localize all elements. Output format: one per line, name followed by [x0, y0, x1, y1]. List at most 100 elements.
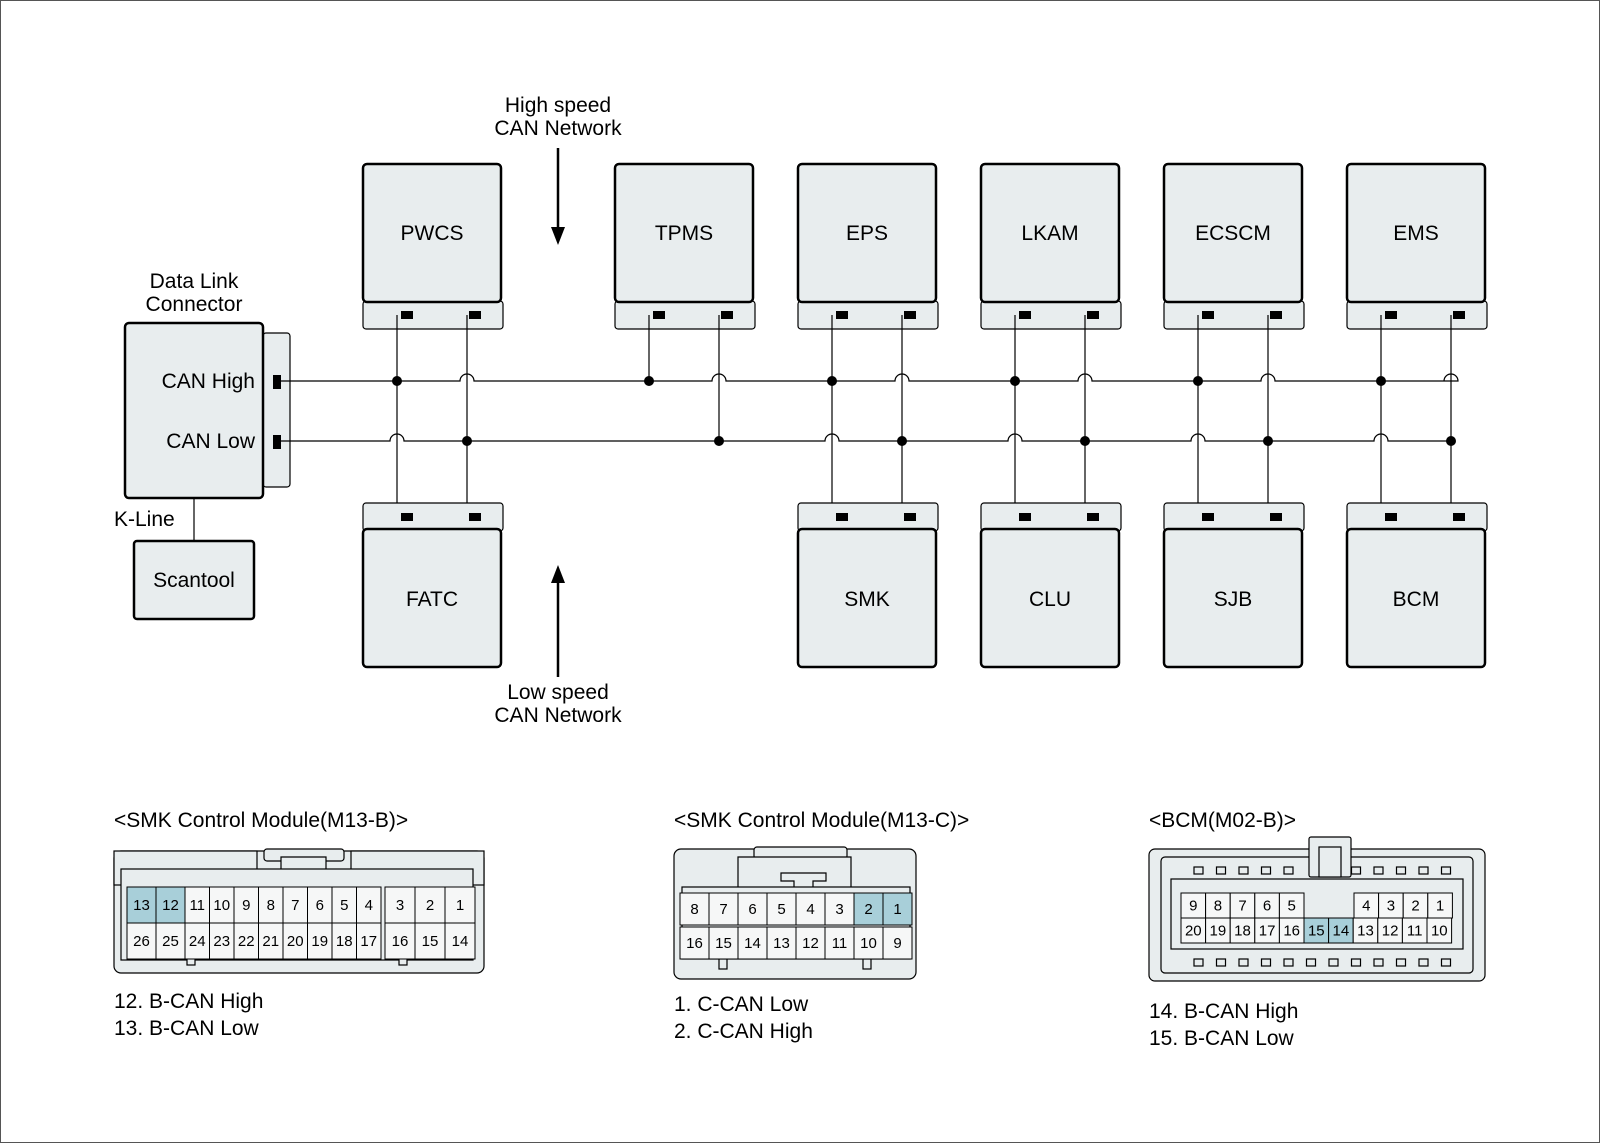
bcm-latch: [1350, 866, 1362, 875]
module-tpms-wires: [644, 315, 724, 446]
can-high-bus-line: [281, 373, 1459, 382]
module-eps: EPS: [796, 162, 939, 330]
k-line-label: K-Line: [114, 508, 175, 531]
connector-bcm-pin-cell: [1352, 917, 1379, 944]
module-bcm-pin-1: [1385, 513, 1397, 521]
module-ecscm-label: ECSCM: [1195, 222, 1271, 245]
connector-bcm-pin-label: 3: [1387, 898, 1395, 915]
module-pwcs-pin-2: [469, 311, 481, 319]
module-fatc-pin-1: [401, 513, 413, 521]
connector-m13b-pin-cell: [307, 922, 333, 960]
connector-m13c-pin-label: 10: [860, 935, 877, 952]
connector-m13b-pin-cell: [356, 886, 382, 924]
connector-bcm-pin-cell: [1426, 917, 1453, 944]
dlc-can-low-label: CAN Low: [166, 430, 256, 453]
connector-m13c-pin-label: 14: [744, 935, 761, 952]
module-tpms: TPMS: [613, 162, 756, 330]
connector-bcm-pin-cell: [1378, 892, 1404, 919]
module-pwcs: PWCS: [361, 162, 504, 330]
module-fatc-pin-2: [469, 513, 481, 521]
module-eps-label: EPS: [846, 222, 888, 245]
module-pwcs-label: PWCS: [401, 222, 464, 245]
connector-bcm-pin-label: 17: [1259, 923, 1276, 940]
connector-m13b-pin-label: 26: [133, 933, 150, 950]
connector-m13b-note-2: 13. B-CAN Low: [114, 1017, 260, 1040]
bcm-latch: [1440, 866, 1452, 875]
connector-bcm-title: <BCM(M02-B)>: [1149, 809, 1296, 832]
module-pwcs-pin-1: [401, 311, 413, 319]
connector-m13c-pin-cell: [882, 926, 913, 960]
connector-m13c-pin-cell: [853, 926, 884, 960]
dlc-title-line1: Data Link: [150, 270, 239, 293]
connector-m13c-pin-label: 12: [802, 935, 819, 952]
dlc-title-line2: Connector: [146, 293, 243, 316]
connector-m13c-pin-label: 11: [832, 935, 848, 952]
module-sjb-pin-1: [1202, 513, 1214, 521]
module-tpms-label: TPMS: [655, 222, 713, 245]
connector-m13b-pin-label: 14: [452, 933, 469, 950]
connector-bcm-note-2: 15. B-CAN Low: [1149, 1027, 1295, 1050]
connector-bcm-pin-label: 1: [1436, 898, 1444, 915]
module-ems-wires: [1376, 315, 1456, 521]
connector-m13b-pin-label: 20: [287, 933, 304, 950]
connector-m13b-pin-cell: [155, 922, 186, 960]
connector-bcm-pin-label: 19: [1210, 923, 1227, 940]
connector-m13b-pin-label: 10: [213, 897, 230, 914]
bcm-latch: [1418, 958, 1429, 967]
bcm-latch: [1215, 866, 1227, 875]
bcm-latch: [1283, 866, 1294, 875]
module-sjb-pin-2: [1270, 513, 1282, 521]
connector-m13b-pin-cell: [356, 922, 382, 960]
connector-m13b-pin-label: 1: [456, 897, 464, 914]
connector-m13b-pin-cell: [258, 922, 284, 960]
module-clu-pin-1: [1019, 513, 1031, 521]
module-ems-pin-2: [1453, 311, 1465, 319]
connector-bcm-pin-cell: [1401, 917, 1428, 944]
connector-m13c-pin-cell: [853, 892, 884, 926]
connector-m13b-pin-cell: [444, 886, 476, 924]
module-ecscm-pin-1: [1202, 311, 1214, 319]
connector-bcm-pin-label: 15: [1308, 923, 1325, 940]
connector-bcm-pin-label: 10: [1431, 923, 1448, 940]
connector-bcm-pin-label: 5: [1288, 898, 1296, 915]
connector-m13c-pin-cell: [737, 892, 768, 926]
connector-m13b-pin-label: 7: [291, 897, 299, 914]
connector-m13b-pin-label: 22: [238, 933, 255, 950]
module-ecscm-wires: [1193, 315, 1273, 521]
connector-m13b-pin-label: 2: [426, 897, 434, 914]
module-eps-wires: [827, 315, 907, 521]
connector-bcm-pin-label: 8: [1214, 898, 1222, 915]
connector-bcm-pin-cell: [1229, 892, 1256, 919]
connector-bcm-pin-label: 13: [1357, 923, 1374, 940]
connector-bcm-pin-label: 18: [1234, 923, 1251, 940]
connector-bcm-pin-label: 9: [1189, 898, 1197, 915]
module-bcm-pin-2: [1453, 513, 1465, 521]
connector-m13c-pin-label: 15: [715, 935, 732, 952]
connector-m13b-pin-label: 24: [189, 933, 206, 950]
connector-m13c-pin-label: 3: [835, 901, 843, 918]
connector-m13b-note-1: 12. B-CAN High: [114, 990, 263, 1013]
bcm-latch: [1350, 958, 1362, 967]
high-speed-label-line1: High speed: [505, 94, 611, 117]
connector-bcm-pin-cell: [1427, 892, 1453, 919]
bcm-latch: [1328, 958, 1339, 967]
module-lkam: LKAM: [979, 162, 1122, 330]
low-speed-label-line1: Low speed: [507, 681, 609, 704]
module-tpms-pin-2: [721, 311, 733, 319]
connector-bcm-pin-label: 2: [1411, 898, 1419, 915]
module-ems-pin-1: [1385, 311, 1397, 319]
connector-bcm-pin-label: 20: [1185, 923, 1202, 940]
module-ecscm-pin-2: [1270, 311, 1282, 319]
connector-m13b-pin-label: 18: [336, 933, 353, 950]
connector-m13b-pin-label: 12: [162, 897, 179, 914]
connector-bcm-pin-cell: [1205, 917, 1231, 944]
connector-m13b-pin-label: 19: [311, 933, 328, 950]
connector-bcm-pin-cell: [1303, 917, 1330, 944]
bcm-latch: [1283, 958, 1294, 967]
module-smk: SMK: [796, 502, 939, 669]
connector-bcm-latches: [1193, 866, 1452, 967]
connector-bcm-pin-label: 14: [1333, 923, 1350, 940]
connector-m13b-pin-cell: [233, 886, 259, 924]
module-lkam-pin-1: [1019, 311, 1031, 319]
